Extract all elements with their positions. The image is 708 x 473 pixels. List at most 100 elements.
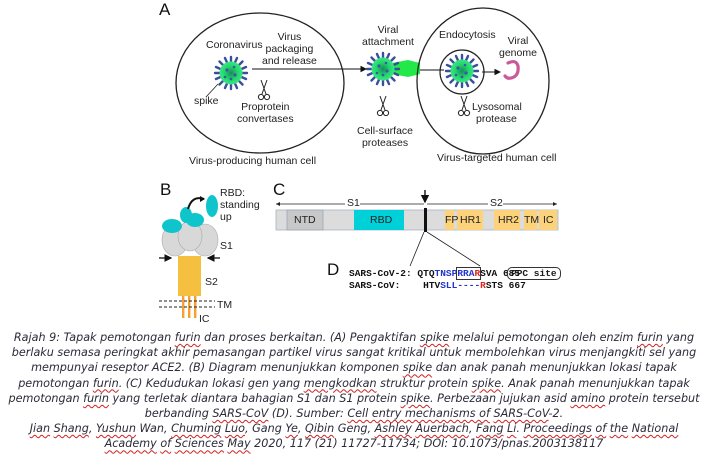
attachment-line-2: attachment [362,36,414,48]
cell-surface-line-1: Cell-surface [357,125,414,137]
spellcheck-flagged-word: mengkodkan [303,376,377,390]
spike-protein-diagram [159,195,220,318]
label-lysosomal-protease: Lysosomal protease [472,101,522,125]
panel-d-letter: D [327,260,340,279]
panel-a-letter: A [159,0,171,19]
caption-line: berlaku semasa peringkat akhir pemasanga… [11,346,697,360]
spellcheck-flagged-word: Ashley [374,422,412,436]
domain-fp [445,210,454,230]
spellcheck-flagged-word: SARS-CoV [212,407,269,421]
sequence-row-sars-cov: SARS-CoV: HTVSLL----RSTS 667 [349,280,526,291]
caption-line: pemotongan furin yang terletak diantara … [8,391,700,405]
domain-label-ic: IC [543,214,554,226]
seq-name: SARS-CoV-2: [349,268,412,279]
spellcheck-flagged-word: the [609,422,629,436]
domain-rbd [354,210,404,230]
genome-line-2: genome [499,47,537,59]
spellcheck-flagged-word: spike [471,376,502,390]
label-viral-genome: Viral genome [499,35,537,59]
label-c-s1: S1 [347,197,360,209]
domain-label-hr2: HR2 [498,214,520,226]
spellcheck-flagged-word: of [595,422,607,436]
caption-line: berbanding SARS-CoV (D). Sumber: Cell en… [144,407,564,421]
attachment-bridge-icon [392,60,420,77]
endosome-virus-icon [444,53,480,89]
spellcheck-flagged-word: furin [637,331,663,344]
figure-canvas [159,7,559,318]
panel-b-letter: B [160,180,172,199]
spellcheck-flagged-word: amino [570,391,606,405]
label-endocytosis: Endocytosis [439,29,496,41]
seq-red: R [480,280,486,291]
lysosomal-line-1: Lysosomal [472,101,522,113]
label-viral-attachment: Viral attachment [362,24,414,48]
seq-post: STS [485,280,503,291]
spellcheck-flagged-word: spike [419,331,450,344]
packaging-line-3: and release [262,55,317,67]
label-ic: IC [199,313,210,325]
figure-caption: Rajah 9: Tapak pemotongan furin dan pros… [0,330,708,452]
spellcheck-flagged-word: Jian [29,422,51,436]
domain-label-fp: FP [445,214,459,226]
seq-gap: ---- [457,280,481,291]
caption-line: Rajah 9: Tapak pemotongan furin dan pros… [13,331,695,344]
scissors-icon [376,95,390,117]
caption-line: mempunyai reseptor ACE2. (B) Diagram men… [31,361,677,375]
label-s1: S1 [220,240,233,252]
label-rbd-standing-up: RBD: standing up [220,187,260,223]
domain-hr1 [457,210,483,230]
caption-line: Academy of Sciences May 2020, 117 (21) 1… [104,437,604,451]
domain-label-hr1: HR1 [460,214,482,226]
seq-num: 667 [508,280,526,291]
proprotein-line-1: Proprotein [241,101,290,113]
rbd-line-2: standing [220,199,260,211]
cleavage-site-bar [424,208,427,232]
spellcheck-flagged-word: of [160,437,172,451]
domain-ntd [286,209,324,231]
spellcheck-flagged-word: Proceedings [523,422,592,436]
spellcheck-flagged-word: Li [507,422,517,436]
spellcheck-flagged-word: SARS-CoV [493,407,549,421]
seq-num: 685 [502,268,521,279]
spellcheck-flagged-word: Fang [475,422,504,436]
spellcheck-flagged-word: Sciences [174,437,224,451]
caption-line: Jian Shang, Yushun Wan, Chuming Luo, Gan… [29,422,679,436]
seq-post: SVA [480,268,498,279]
spellcheck-flagged-word: furin [174,331,201,344]
genome-line-1: Viral [507,35,529,47]
label-cell-surface-proteases: Cell-surface proteases [357,125,413,149]
packaging-line-1: Virus [277,31,302,43]
spellcheck-flagged-word: Qibin [305,422,335,436]
seq-pre: QTQ [417,268,435,279]
spellcheck-flagged-word: spike [402,361,433,375]
domain-tm [524,210,537,230]
spellcheck-flagged-word: Chuming [171,422,222,436]
rbd-line-1: RBD: [220,187,246,199]
seq-boxed-red: R [474,268,481,279]
scissors-icon [257,79,271,101]
virus-producing-cell [175,12,345,154]
spellcheck-flagged-word: Cell entry mechanisms of [347,407,490,421]
cell-surface-line-2: proteases [361,137,409,149]
spellcheck-flagged-word: Shang [53,422,89,436]
scissors-icon [457,95,471,117]
spellcheck-flagged-word: furin [83,391,109,405]
label-tm: TM [217,299,233,311]
label-c-s2: S2 [490,197,503,209]
label-virus-producing-cell: Virus-producing human cell [189,155,317,167]
seq-blue: SLL [440,280,458,291]
backbone [275,209,559,231]
spellcheck-flagged-word: Yushun [95,422,136,436]
label-proprotein-convertases: Proprotein convertases [237,101,294,125]
label-virus-packaging: Virus packaging and release [262,31,317,67]
virus-targeted-cell [416,7,550,155]
spellcheck-flagged-word: Academy [104,437,157,451]
domain-label-ntd: NTD [294,214,316,226]
proprotein-line-2: convertases [237,113,294,125]
domain-label-tm: TM [524,214,540,226]
spellcheck-flagged-word: Luo [224,422,245,436]
sequence-row-sars-cov-2: SARS-CoV-2: QTQTNSPRRARSVA 685 [349,267,521,280]
viral-genome-icon [503,59,520,80]
seq-pre: HTV [423,280,441,291]
attachment-line-1: Viral [377,24,399,36]
